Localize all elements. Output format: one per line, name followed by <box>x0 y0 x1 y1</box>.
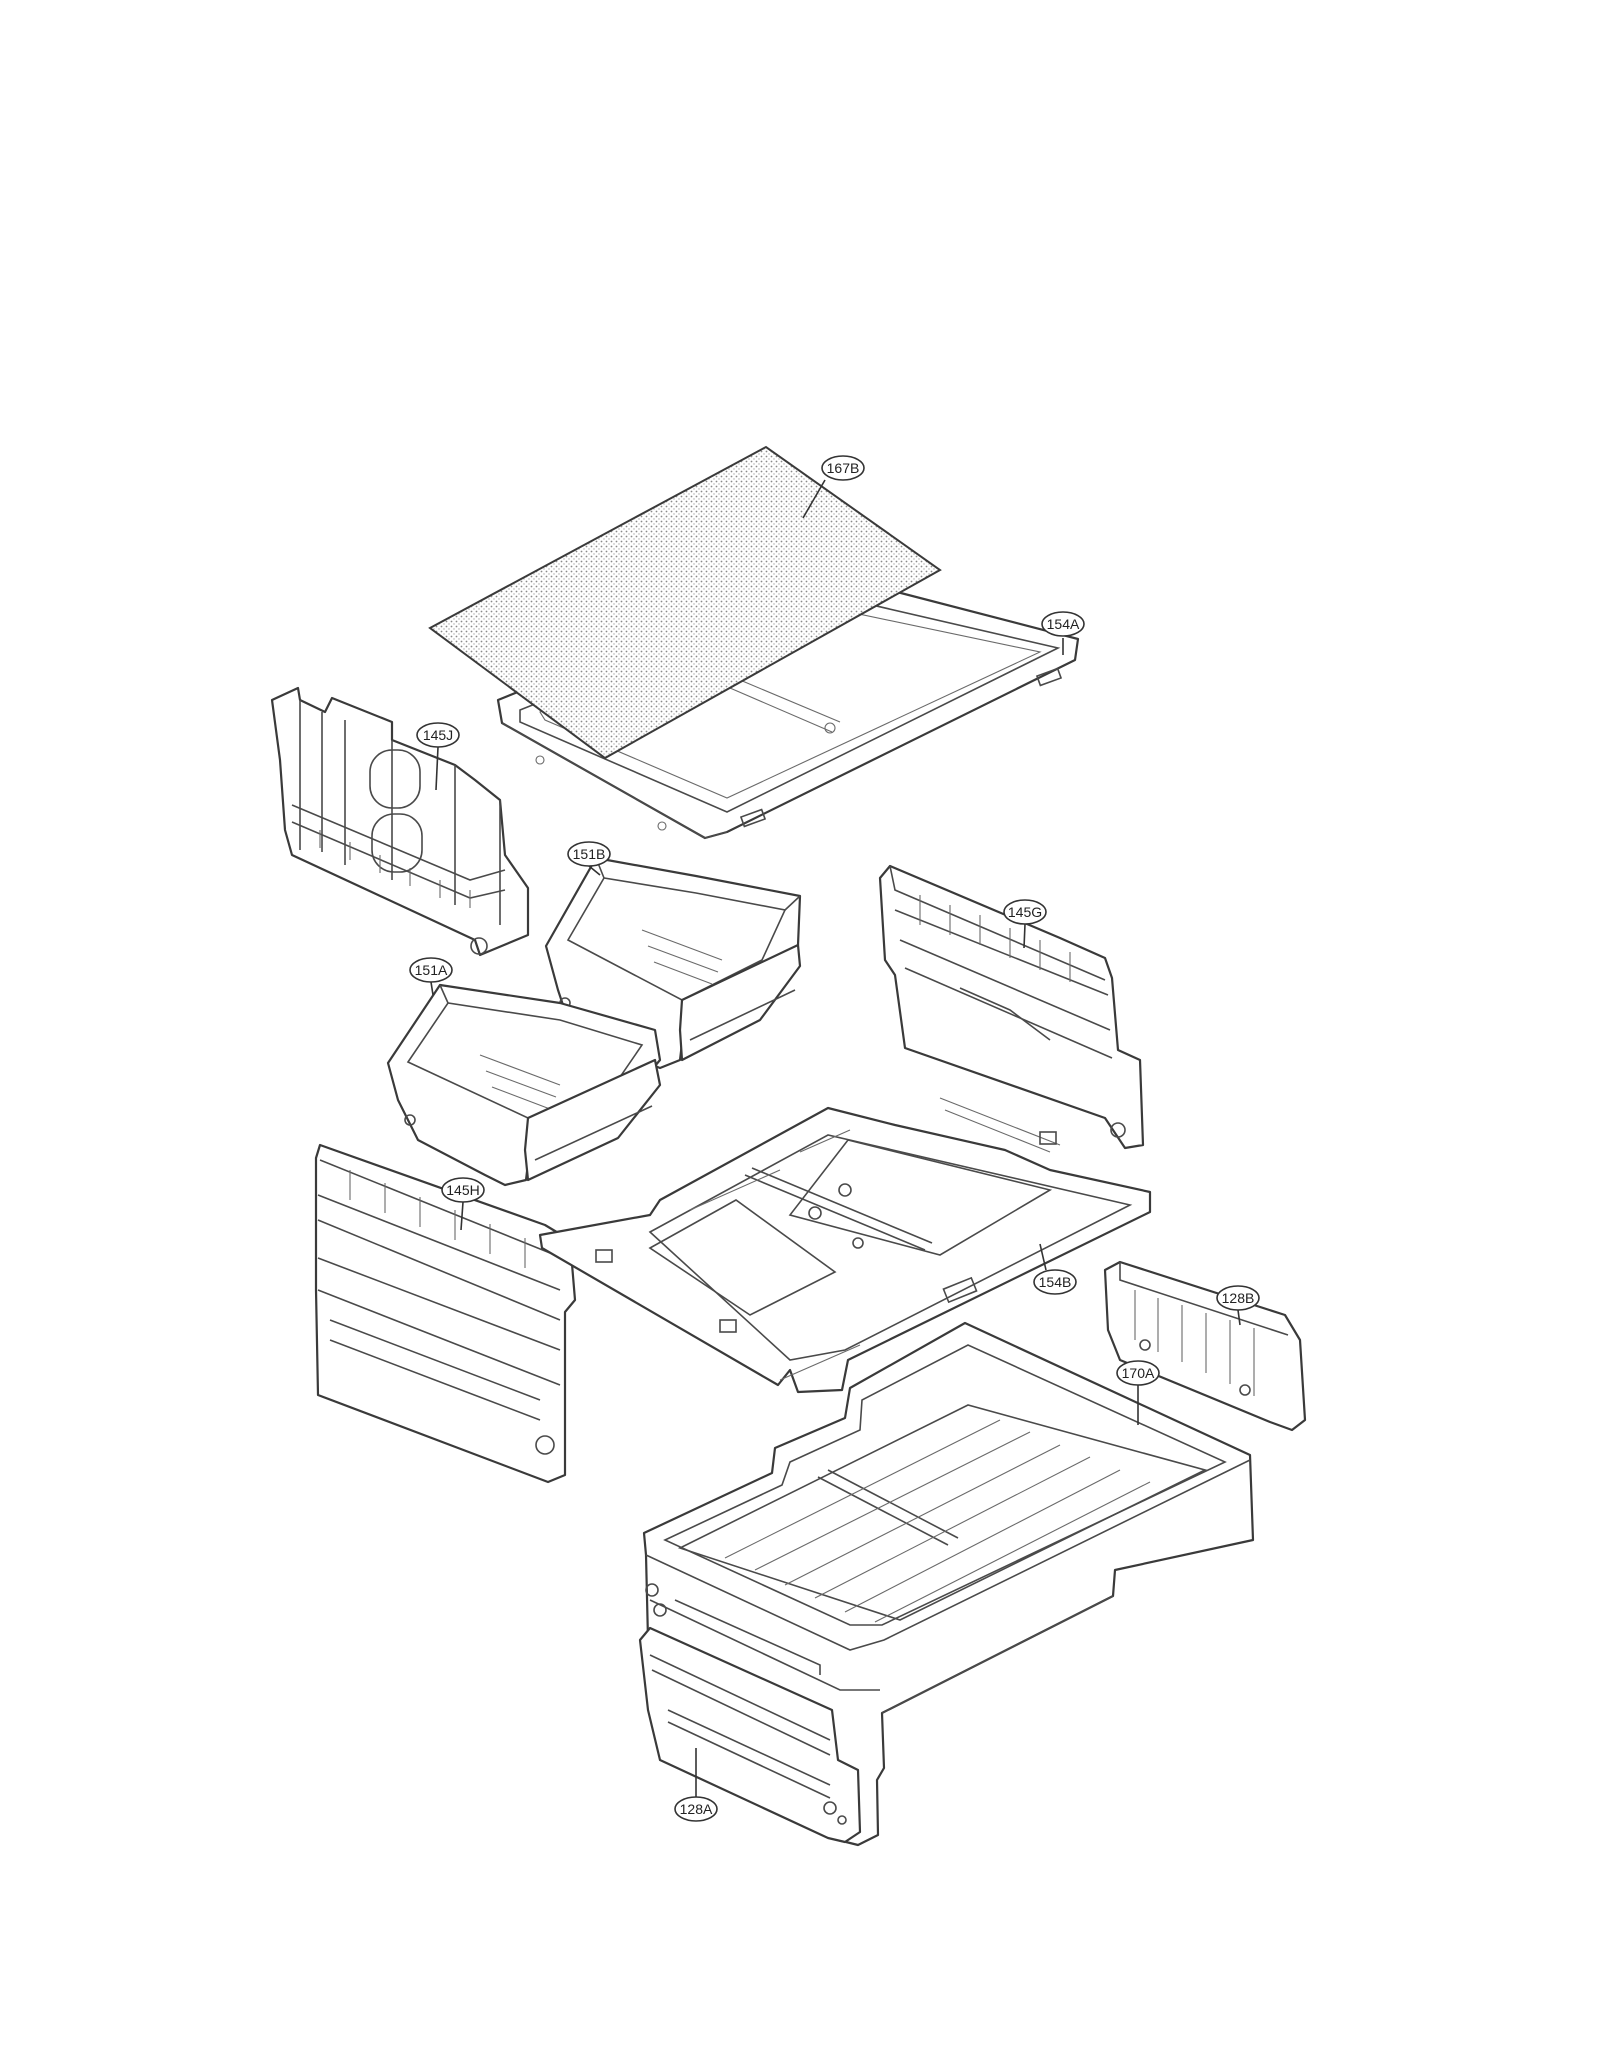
callout-154A: 154A <box>1041 611 1085 655</box>
callout-128B-label: 128B <box>1222 1290 1255 1306</box>
callout-151A: 151A <box>409 957 453 996</box>
callout-154B-label: 154B <box>1039 1274 1072 1290</box>
callout-145G-bubble <box>1003 899 1047 925</box>
callout-145H-bubble <box>441 1177 485 1203</box>
callout-167B-label: 167B <box>827 460 860 476</box>
shelf-frame-154B <box>538 1097 1152 1394</box>
callout-151B-bubble <box>567 841 611 867</box>
callout-167B: 167B <box>802 455 865 519</box>
side-panel-145G <box>878 864 1145 1150</box>
callout-145J-label: 145J <box>423 727 453 743</box>
callout-170A: 170A <box>1116 1360 1160 1425</box>
callout-145H-label: 145H <box>446 1182 479 1198</box>
callout-167B-bubble <box>821 455 865 481</box>
callout-128A-label: 128A <box>680 1801 713 1817</box>
callout-154B-bubble <box>1033 1269 1077 1295</box>
callout-128A: 128A <box>674 1748 718 1822</box>
drawer-slide-128B <box>1103 1260 1307 1432</box>
callout-154B: 154B <box>1033 1243 1077 1295</box>
crisper-drawer-151A <box>386 983 662 1187</box>
glass-shelf-167B <box>428 445 942 760</box>
drawer-slide-128A <box>638 1599 862 1844</box>
callout-128A-bubble <box>674 1796 718 1822</box>
side-panel-145J <box>270 686 530 957</box>
callout-170A-label: 170A <box>1122 1365 1155 1381</box>
callout-170A-bubble <box>1116 1360 1160 1386</box>
callout-145J-bubble <box>416 722 460 748</box>
callout-151A-label: 151A <box>415 962 448 978</box>
callout-145J: 145J <box>416 722 460 791</box>
callout-128B: 128B <box>1216 1285 1260 1326</box>
callout-154A-label: 154A <box>1047 616 1080 632</box>
callout-145H: 145H <box>441 1177 485 1231</box>
callout-145G-label: 145G <box>1008 904 1042 920</box>
callout-154A-bubble <box>1041 611 1085 637</box>
callout-151B-label: 151B <box>573 846 606 862</box>
callout-145G: 145G <box>1003 899 1047 949</box>
callout-151B: 151B <box>567 841 611 876</box>
callout-151A-bubble <box>409 957 453 983</box>
callout-128B-bubble <box>1216 1285 1260 1311</box>
